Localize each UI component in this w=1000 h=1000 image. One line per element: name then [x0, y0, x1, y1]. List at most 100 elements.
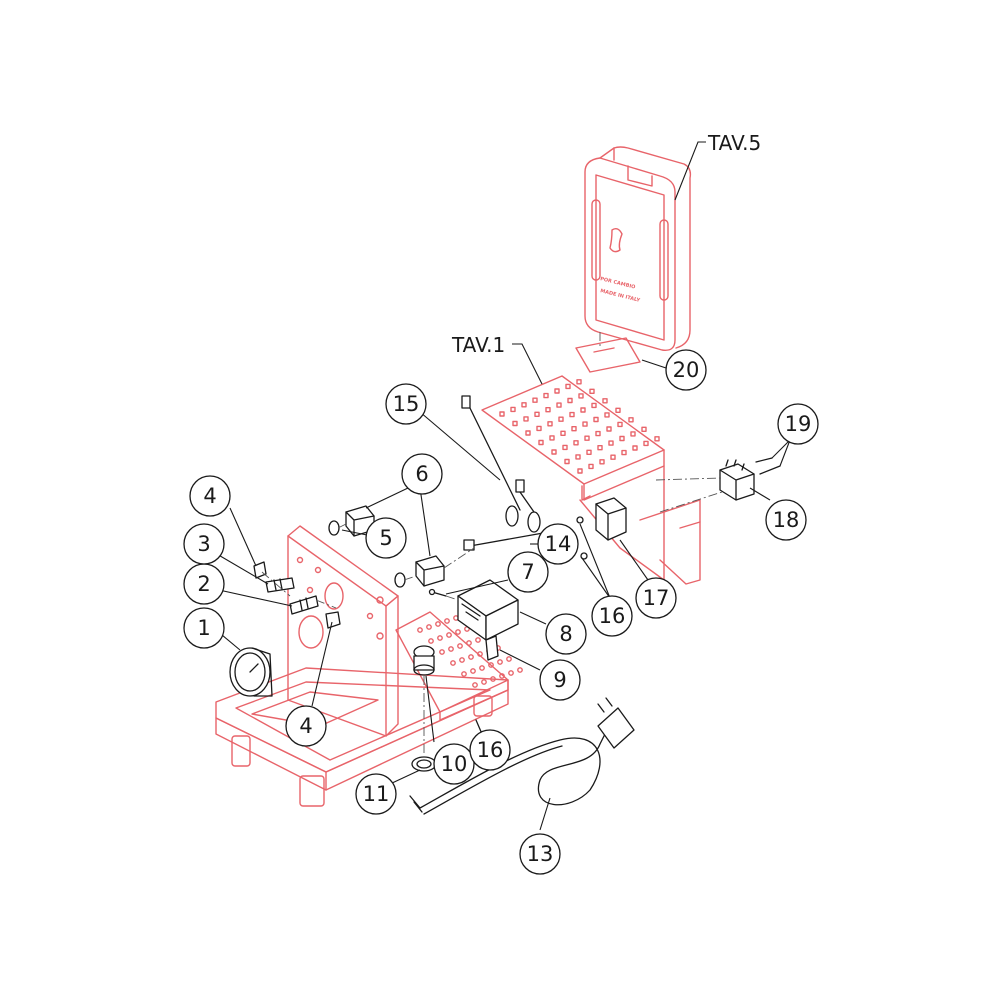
platform-hole: [488, 662, 494, 668]
vent-hole: [582, 421, 588, 427]
assembly-axes: [261, 332, 723, 756]
platform-hole: [439, 649, 445, 655]
vent-hole: [606, 426, 612, 432]
platform-hole: [475, 637, 481, 643]
callout-1: 1: [183, 607, 225, 649]
callout-14: 14: [537, 523, 579, 565]
platform-hole: [461, 671, 467, 677]
platform-hole: [437, 635, 443, 641]
vent-hole: [571, 426, 577, 432]
vent-hole: [610, 454, 616, 460]
platform-hole: [497, 659, 503, 665]
callout-16-upper: 16: [591, 595, 633, 637]
vent-hole: [536, 425, 542, 432]
screw-19: [755, 457, 781, 475]
callout-5: 5: [365, 517, 407, 559]
nut-4-upper: [253, 561, 267, 579]
fitting-2: [289, 595, 319, 615]
platform-hole: [448, 646, 454, 652]
callout-20: 20: [665, 349, 707, 391]
vent-hole: [588, 463, 594, 470]
vent-hole: [560, 430, 566, 436]
power-cord-13: [409, 697, 635, 815]
ref-label-tav1: TAV.1: [451, 333, 505, 357]
vent-hole: [525, 430, 531, 436]
vent-hole: [608, 440, 614, 446]
svg-text:1: 1: [197, 616, 210, 640]
platform-hole: [417, 627, 423, 633]
vent-hole: [512, 420, 518, 427]
cable-gland-10: [413, 645, 435, 676]
callout-16-lower: 16: [469, 729, 511, 771]
callout-11: 11: [355, 773, 397, 815]
fitting-3: [265, 577, 295, 593]
platform-hole: [444, 618, 450, 624]
vent-hole: [564, 458, 570, 465]
svg-text:3: 3: [197, 532, 210, 556]
svg-text:16: 16: [599, 604, 626, 628]
vent-hole: [532, 397, 538, 403]
callout-15: 15: [385, 383, 427, 425]
platform-hole: [450, 660, 456, 666]
vent-hole: [575, 454, 581, 460]
vent-hole: [551, 449, 557, 455]
callout-4-lower: 4: [285, 705, 327, 747]
vent-hole: [632, 445, 638, 451]
switch-6-lower: [415, 555, 445, 587]
vent-hole: [619, 435, 625, 442]
platform-hole: [466, 640, 472, 646]
callout-18: 18: [765, 499, 807, 541]
svg-text:10: 10: [441, 752, 468, 776]
platform-hole: [499, 673, 505, 679]
vent-hole: [576, 379, 582, 385]
vent-hole: [578, 393, 584, 399]
vent-hole: [604, 412, 610, 418]
platform-hole: [468, 654, 474, 660]
callout-13: 13: [519, 833, 561, 875]
platform-hole: [457, 643, 463, 649]
nut-4-lower: [325, 611, 341, 629]
vent-hole: [621, 449, 627, 456]
ring-nut-11: [411, 756, 437, 772]
svg-text:7: 7: [521, 560, 534, 584]
svg-text:6: 6: [415, 462, 428, 486]
platform-hole: [455, 629, 461, 635]
vent-hole: [591, 402, 597, 409]
vent-hole: [641, 426, 647, 432]
tank-plate: [575, 337, 641, 373]
vent-hole: [599, 459, 605, 465]
callout-19: 19: [777, 403, 819, 445]
vent-hole: [549, 435, 555, 441]
vent-hole: [569, 411, 575, 418]
vent-hole: [562, 444, 568, 451]
pressure-gauge: [229, 647, 273, 697]
svg-text:15: 15: [393, 392, 420, 416]
vent-hole: [554, 388, 560, 394]
svg-text:17: 17: [643, 586, 670, 610]
ref-label-tav5: TAV.5: [707, 131, 761, 155]
vent-hole: [565, 383, 571, 390]
svg-text:8: 8: [559, 622, 572, 646]
vent-hole: [543, 392, 549, 399]
platform-hole: [470, 668, 476, 674]
vent-hole: [615, 407, 621, 413]
vent-hole: [643, 440, 649, 447]
vent-hole: [521, 402, 527, 408]
vent-hole: [589, 388, 595, 394]
vent-hole: [584, 435, 590, 441]
platform-hole: [446, 632, 452, 638]
callout-2: 2: [183, 563, 225, 605]
vent-hole: [628, 417, 634, 423]
vent-hole: [654, 436, 660, 442]
cover-vent-grid: [499, 379, 660, 474]
svg-text:5: 5: [379, 526, 392, 550]
platform-hole: [517, 667, 523, 673]
platform-hole: [477, 651, 483, 657]
platform-hole: [481, 679, 487, 685]
vent-hole: [556, 402, 562, 408]
svg-text:20: 20: [673, 358, 700, 382]
screw-16-upper: [576, 516, 588, 560]
vent-hole: [586, 449, 592, 455]
svg-text:13: 13: [527, 842, 554, 866]
